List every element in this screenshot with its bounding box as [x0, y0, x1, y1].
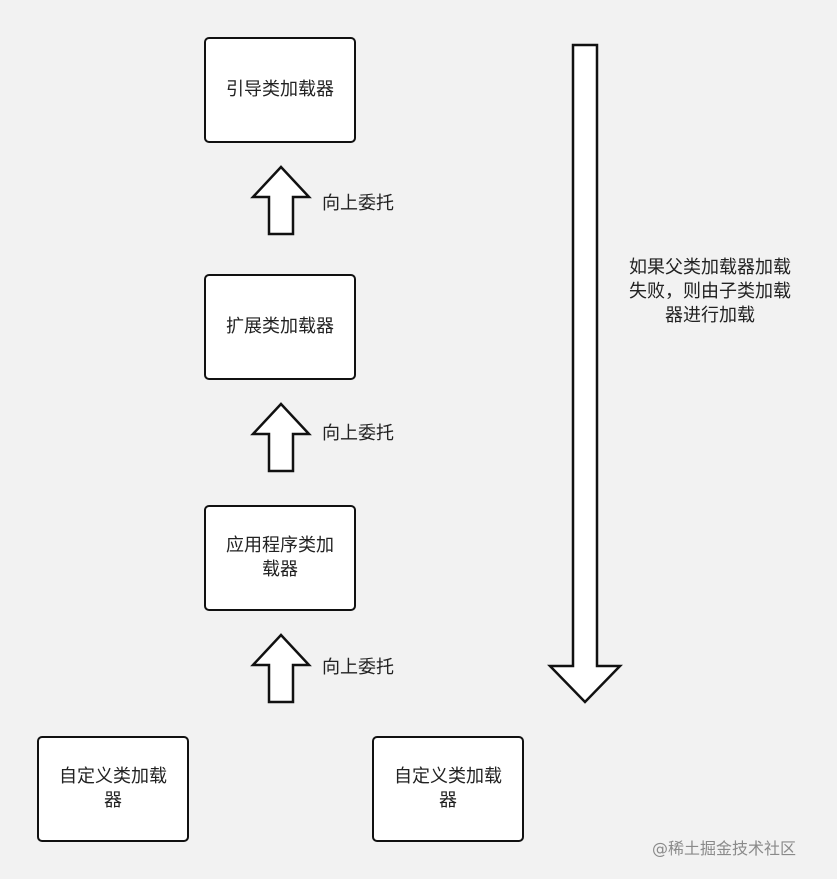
down-arrow-long — [547, 43, 623, 704]
delegate-up-label-3: 向上委托 — [322, 657, 394, 678]
bootstrap-loader-box: 引导类加载器 — [204, 37, 356, 143]
bootstrap-loader-label: 引导类加载器 — [226, 79, 334, 100]
fallback-note-line3: 器进行加载 — [665, 305, 755, 326]
custom-loader-right-box: 自定义类加载 器 — [372, 736, 524, 842]
custom-loader-left-box: 自定义类加载 器 — [37, 736, 189, 842]
fallback-note: 如果父类加载器加载 失败，则由子类加载 器进行加载 — [620, 256, 800, 328]
delegate-up-label-2: 向上委托 — [322, 423, 394, 444]
application-loader-label-line2: 载器 — [262, 559, 298, 580]
extension-loader-label: 扩展类加载器 — [226, 316, 334, 337]
application-loader-box: 应用程序类加 载器 — [204, 505, 356, 611]
up-arrow-3 — [250, 633, 312, 704]
extension-loader-box: 扩展类加载器 — [204, 274, 356, 380]
fallback-note-line1: 如果父类加载器加载 — [629, 257, 791, 278]
custom-loader-left-label-line2: 器 — [104, 790, 122, 811]
up-arrow-2 — [250, 402, 312, 473]
delegate-up-label-1: 向上委托 — [322, 193, 394, 214]
custom-loader-right-label-line2: 器 — [439, 790, 457, 811]
up-arrow-1 — [250, 165, 312, 236]
application-loader-label-line1: 应用程序类加 — [226, 535, 334, 556]
custom-loader-left-label-line1: 自定义类加载 — [59, 766, 167, 787]
custom-loader-right-label-line1: 自定义类加载 — [394, 766, 502, 787]
watermark: @稀土掘金技术社区 — [652, 839, 797, 858]
fallback-note-line2: 失败，则由子类加载 — [629, 281, 791, 302]
